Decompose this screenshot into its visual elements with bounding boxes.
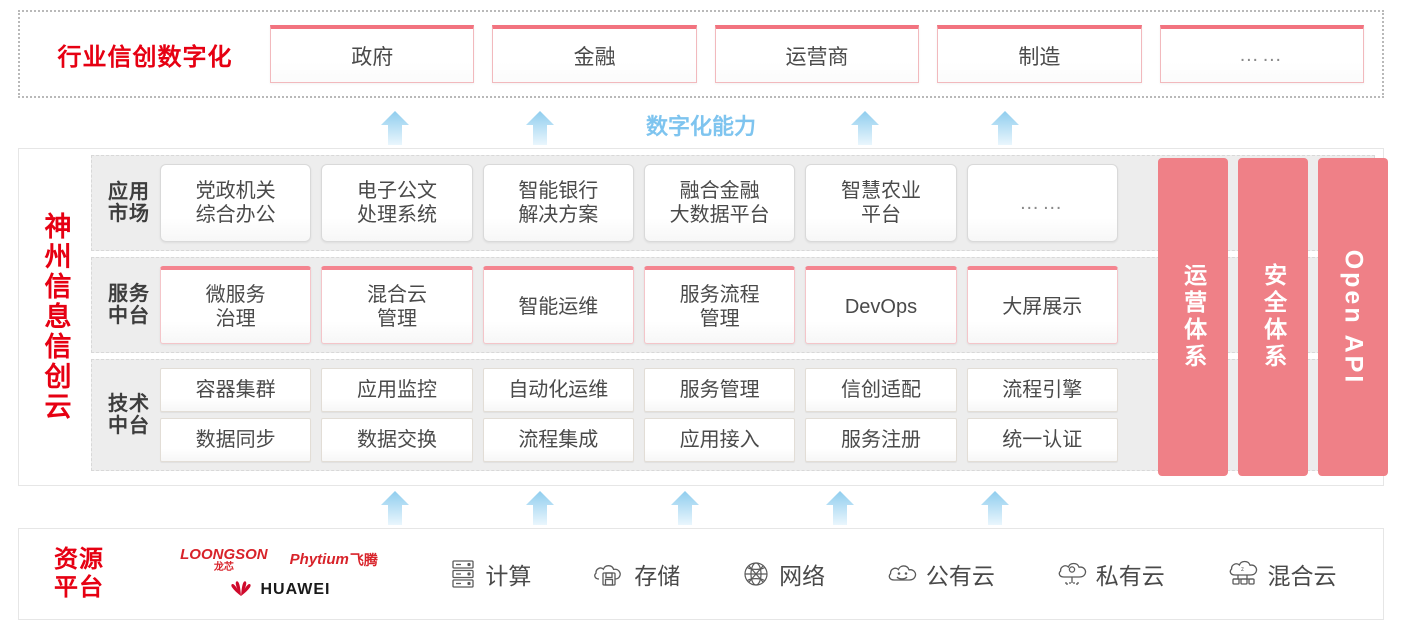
tech-cell-data-exchange[interactable]: 数据交换 <box>321 418 473 462</box>
up-arrow-icon <box>373 490 417 526</box>
app-cell-smart-agriculture[interactable]: 智慧农业平台 <box>805 164 957 242</box>
application-market-items: 党政机关综合办公 电子公文处理系统 智能银行解决方案 融合金融大数据平台 智慧农… <box>160 164 1368 242</box>
digital-capability-label: 数字化能力 <box>645 114 756 139</box>
svc-cell-hybrid-cloud-mgmt[interactable]: 混合云管理 <box>321 266 473 344</box>
vendor-logo-row-1: LOONGSON 龙芯 Phytium 飞腾 <box>180 547 378 573</box>
app-cell-edoc-system[interactable]: 电子公文处理系统 <box>321 164 473 242</box>
huawei-flower-icon <box>228 579 254 602</box>
resource-feed-arrows <box>18 490 1384 526</box>
industry-card-operator[interactable]: 运营商 <box>714 25 920 83</box>
row-label-technical-platform: 技术中台 <box>108 392 150 437</box>
pillar-operations-system[interactable]: 运营体系 <box>1158 158 1228 476</box>
huawei-logo-text: HUAWEI <box>260 581 331 598</box>
industry-band: 行业信创数字化 政府 金融 运营商 制造 …… <box>18 10 1384 98</box>
private-cloud-icon <box>1056 559 1088 589</box>
hybrid-cloud-icon: z <box>1226 559 1260 589</box>
resource-item-label: 混合云 <box>1267 563 1337 589</box>
pillar-open-api[interactable]: Open API <box>1318 158 1388 476</box>
technical-platform-line-1: 容器集群 应用监控 自动化运维 服务管理 信创适配 流程引擎 <box>160 368 1118 412</box>
app-cell-smart-bank[interactable]: 智能银行解决方案 <box>482 164 634 242</box>
row-label-application-market: 应用市场 <box>108 180 150 225</box>
network-globe-icon <box>741 559 771 589</box>
server-icon <box>449 559 477 589</box>
svc-cell-microservice-governance[interactable]: 微服务治理 <box>160 266 312 344</box>
resource-item-label: 计算 <box>485 563 532 589</box>
resource-platform-title: 资源平台 <box>54 546 104 601</box>
resource-item-compute[interactable]: 计算 <box>449 557 531 591</box>
industry-card-list: 政府 金融 运营商 制造 …… <box>270 25 1382 83</box>
phytium-logo-cn: 飞腾 <box>349 551 378 568</box>
tech-cell-process-integration[interactable]: 流程集成 <box>482 418 634 462</box>
phytium-logo-text: Phytium <box>289 551 349 568</box>
resource-item-label: 网络 <box>779 563 826 589</box>
industry-card-finance[interactable]: 金融 <box>492 25 697 83</box>
vendor-logo-row-2: HUAWEI <box>228 579 331 602</box>
industry-band-title: 行业信创数字化 <box>57 43 233 71</box>
tech-cell-app-access[interactable]: 应用接入 <box>643 418 796 462</box>
resource-item-network[interactable]: 网络 <box>741 557 825 591</box>
up-arrow-icon <box>843 110 887 146</box>
svc-cell-devops[interactable]: DevOps <box>805 266 957 344</box>
app-cell-more[interactable]: …… <box>966 164 1118 242</box>
resource-item-list: 计算 存储 <box>419 557 1383 591</box>
loongson-logo-cn: 龙芯 <box>213 561 234 573</box>
resource-item-label: 存储 <box>634 563 681 589</box>
up-arrow-icon <box>518 490 562 526</box>
app-cell-gov-office[interactable]: 党政机关综合办公 <box>160 164 312 242</box>
tech-cell-process-engine[interactable]: 流程引擎 <box>966 368 1118 412</box>
digital-capability-strip: 数字化能力 <box>18 104 1384 146</box>
up-arrow-icon <box>973 490 1017 526</box>
svc-cell-service-process-mgmt[interactable]: 服务流程管理 <box>643 266 796 344</box>
huawei-logo: HUAWEI <box>228 579 331 602</box>
loongson-logo-text: LOONGSON <box>180 545 268 563</box>
resource-item-public-cloud[interactable]: 公有云 <box>886 557 995 591</box>
technical-platform-line-2: 数据同步 数据交换 流程集成 应用接入 服务注册 统一认证 <box>160 418 1118 462</box>
resource-item-hybrid-cloud[interactable]: z 混合云 <box>1226 557 1337 591</box>
tech-cell-container-cluster[interactable]: 容器集群 <box>160 368 312 412</box>
up-arrow-icon <box>373 110 417 146</box>
industry-card-government[interactable]: 政府 <box>270 25 475 83</box>
up-arrow-icon <box>663 490 707 526</box>
pillar-label: 运营体系 <box>1180 263 1207 371</box>
row-label-service-platform: 服务中台 <box>108 282 150 327</box>
tech-cell-service-registry[interactable]: 服务注册 <box>805 418 957 462</box>
cross-cutting-pillars: 运营体系 安全体系 Open API <box>1158 158 1388 476</box>
service-platform-items: 微服务治理 混合云管理 智能运维 服务流程管理 DevOps 大屏展示 <box>160 266 1368 344</box>
tech-cell-service-management[interactable]: 服务管理 <box>643 368 796 412</box>
pillar-label: Open API <box>1339 249 1368 385</box>
industry-card-more[interactable]: …… <box>1159 25 1365 83</box>
industry-card-manufacturing[interactable]: 制造 <box>937 25 1142 83</box>
up-arrow-icon <box>818 490 862 526</box>
public-cloud-icon <box>886 559 918 589</box>
svg-text:z: z <box>1241 567 1244 573</box>
tech-cell-unified-auth[interactable]: 统一认证 <box>966 418 1118 462</box>
resource-item-storage[interactable]: 存储 <box>592 557 680 591</box>
cloud-platform-title: 神州信息信创云 <box>40 212 71 422</box>
tech-cell-app-monitoring[interactable]: 应用监控 <box>321 368 473 412</box>
resource-item-label: 公有云 <box>925 563 995 589</box>
pillar-security-system[interactable]: 安全体系 <box>1238 158 1308 476</box>
vendor-logo-group: LOONGSON 龙芯 Phytium 飞腾 <box>139 547 419 602</box>
svc-cell-big-screen[interactable]: 大屏展示 <box>966 266 1118 344</box>
tech-cell-data-sync[interactable]: 数据同步 <box>160 418 312 462</box>
up-arrow-icon <box>518 110 562 146</box>
app-cell-finance-bigdata[interactable]: 融合金融大数据平台 <box>643 164 796 242</box>
up-arrow-icon <box>983 110 1027 146</box>
loongson-logo: LOONGSON 龙芯 <box>180 547 268 573</box>
resource-platform-band: 资源平台 LOONGSON 龙芯 Phytium 飞腾 <box>18 528 1384 620</box>
svc-cell-smart-ops[interactable]: 智能运维 <box>482 266 634 344</box>
tech-cell-automated-ops[interactable]: 自动化运维 <box>482 368 634 412</box>
pillar-label: 安全体系 <box>1260 263 1287 371</box>
resource-item-label: 私有云 <box>1095 563 1165 589</box>
technical-platform-items: 容器集群 应用监控 自动化运维 服务管理 信创适配 流程引擎 数据同步 数据交换… <box>160 368 1368 462</box>
resource-item-private-cloud[interactable]: 私有云 <box>1056 557 1165 591</box>
tech-cell-xinchuang-adaptation[interactable]: 信创适配 <box>805 368 957 412</box>
phytium-logo: Phytium 飞腾 <box>290 550 378 570</box>
cloud-disk-icon <box>592 559 626 589</box>
